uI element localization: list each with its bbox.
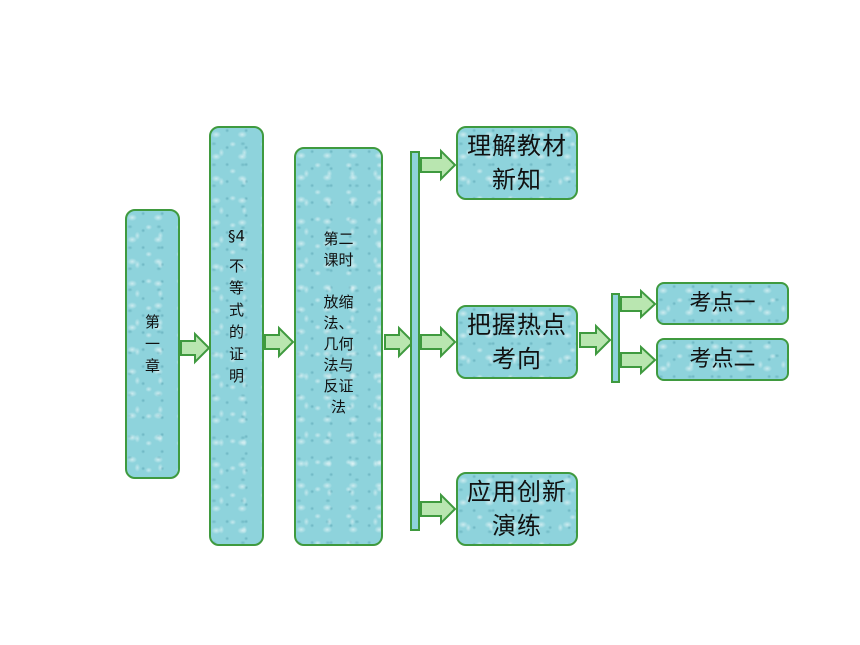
- lesson-period: 第二课时: [323, 230, 354, 269]
- section-number: §4: [227, 227, 246, 245]
- lesson-topic: 放缩法、几何法与反证法: [323, 293, 354, 416]
- arrow-icon: [384, 325, 415, 359]
- part-box-understand[interactable]: 理解教材新知: [456, 126, 578, 200]
- section-title: 不等式的证明: [228, 257, 244, 385]
- lesson-box: 第二课时 放缩法、几何法与反证法: [294, 147, 383, 546]
- section-box: §4 不等式的证明: [209, 126, 264, 546]
- arrow-icon: [420, 325, 457, 359]
- part-box-hotspot[interactable]: 把握热点考向: [456, 305, 578, 379]
- part-label: 应用创新演练: [467, 478, 567, 540]
- arrow-icon: [264, 325, 295, 359]
- point-box-1[interactable]: 考点一: [656, 282, 789, 325]
- arrow-icon: [180, 331, 211, 365]
- point-box-2[interactable]: 考点二: [656, 338, 789, 381]
- arrow-icon: [620, 288, 657, 320]
- connector-bar: [410, 151, 420, 531]
- chapter-label: 第一章: [144, 313, 160, 375]
- chapter-box: 第一章: [125, 209, 180, 479]
- arrow-icon: [620, 344, 657, 376]
- part-label: 把握热点考向: [467, 311, 567, 373]
- points-connector-bar: [611, 293, 620, 383]
- part-box-practice[interactable]: 应用创新演练: [456, 472, 578, 546]
- point-label: 考点一: [689, 290, 756, 316]
- arrow-icon: [420, 148, 457, 182]
- arrow-icon: [420, 492, 457, 526]
- arrow-icon: [579, 323, 612, 357]
- part-label: 理解教材新知: [467, 132, 567, 194]
- point-label: 考点二: [689, 346, 756, 372]
